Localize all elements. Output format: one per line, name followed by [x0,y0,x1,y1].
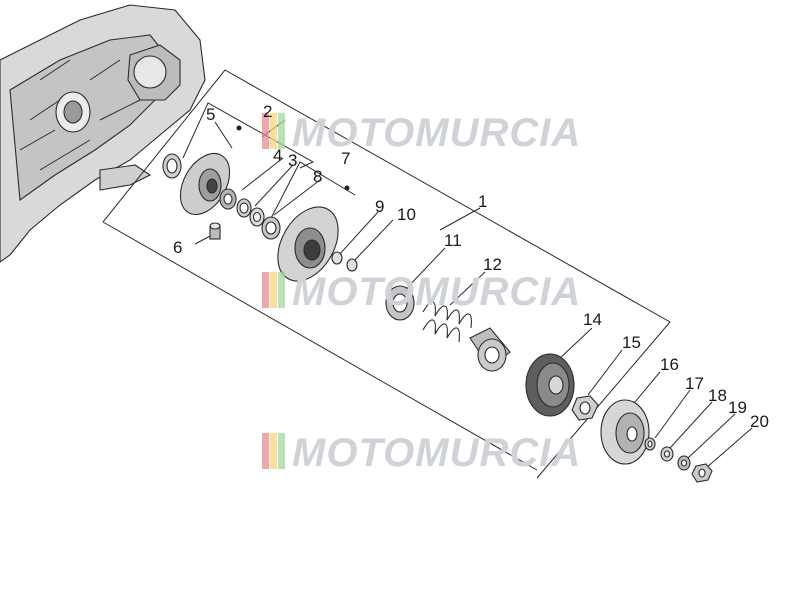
contrast-spring-part [422,301,472,343]
callout-1: 1 [478,192,487,211]
guide-pin-part [331,251,358,272]
callout-9: 9 [375,197,384,216]
flat-washer-part [660,446,674,462]
spacer-washer-part [644,437,656,451]
callout-11: 11 [444,231,462,250]
assembly-bracket-1 [102,69,671,479]
seal-ring-part [162,153,182,179]
callout-4: 4 [273,146,282,165]
needle-bearing-part [219,188,237,210]
assembly-bracket-7 [265,161,356,229]
nut-part [571,395,599,421]
callout-10: 10 [397,205,416,224]
callout-17: 17 [685,374,704,393]
flange-nut-part [691,463,713,483]
callout-12: 12 [483,255,502,274]
callout-18: 18 [708,386,727,405]
clutch-bell-part [600,399,650,465]
watermark-text: MOTOMURCIA [292,270,581,314]
oil-seal-part [261,216,281,240]
crankcase-housing [0,4,206,263]
fixed-half-pulley-part [179,125,242,215]
callout-14: 14 [583,310,602,329]
callout-16: 16 [660,355,679,374]
callout-3: 3 [288,151,297,170]
spring-washer-part [677,455,691,471]
watermark-text: MOTOMURCIA [292,111,581,155]
watermark-text: MOTOMURCIA [292,431,581,475]
watermark-top: MOTOMURCIA [262,111,581,155]
callout-7: 7 [341,149,350,168]
spacer-ring-part [236,198,252,218]
watermark-middle: MOTOMURCIA [262,270,581,314]
clutch-assembly-part [525,353,575,417]
watermark-bottom: MOTOMURCIA [262,431,581,475]
washer-part [249,207,265,227]
spring-seat-part [385,285,415,321]
callout-19: 19 [728,398,747,417]
callout-2: 2 [263,102,272,121]
callout-6: 6 [173,238,182,257]
callout-labels: 1 2 3 4 5 6 7 8 9 10 11 12 14 15 16 17 1… [173,102,769,431]
sleeve-part [469,327,511,372]
callout-20: 20 [750,412,769,431]
bushing-part [209,222,221,240]
movable-half-pulley-part [277,185,350,282]
callout-8: 8 [313,167,322,186]
callout-5: 5 [206,105,215,124]
callout-15: 15 [622,333,641,352]
assembly-bracket-2 [182,102,315,169]
